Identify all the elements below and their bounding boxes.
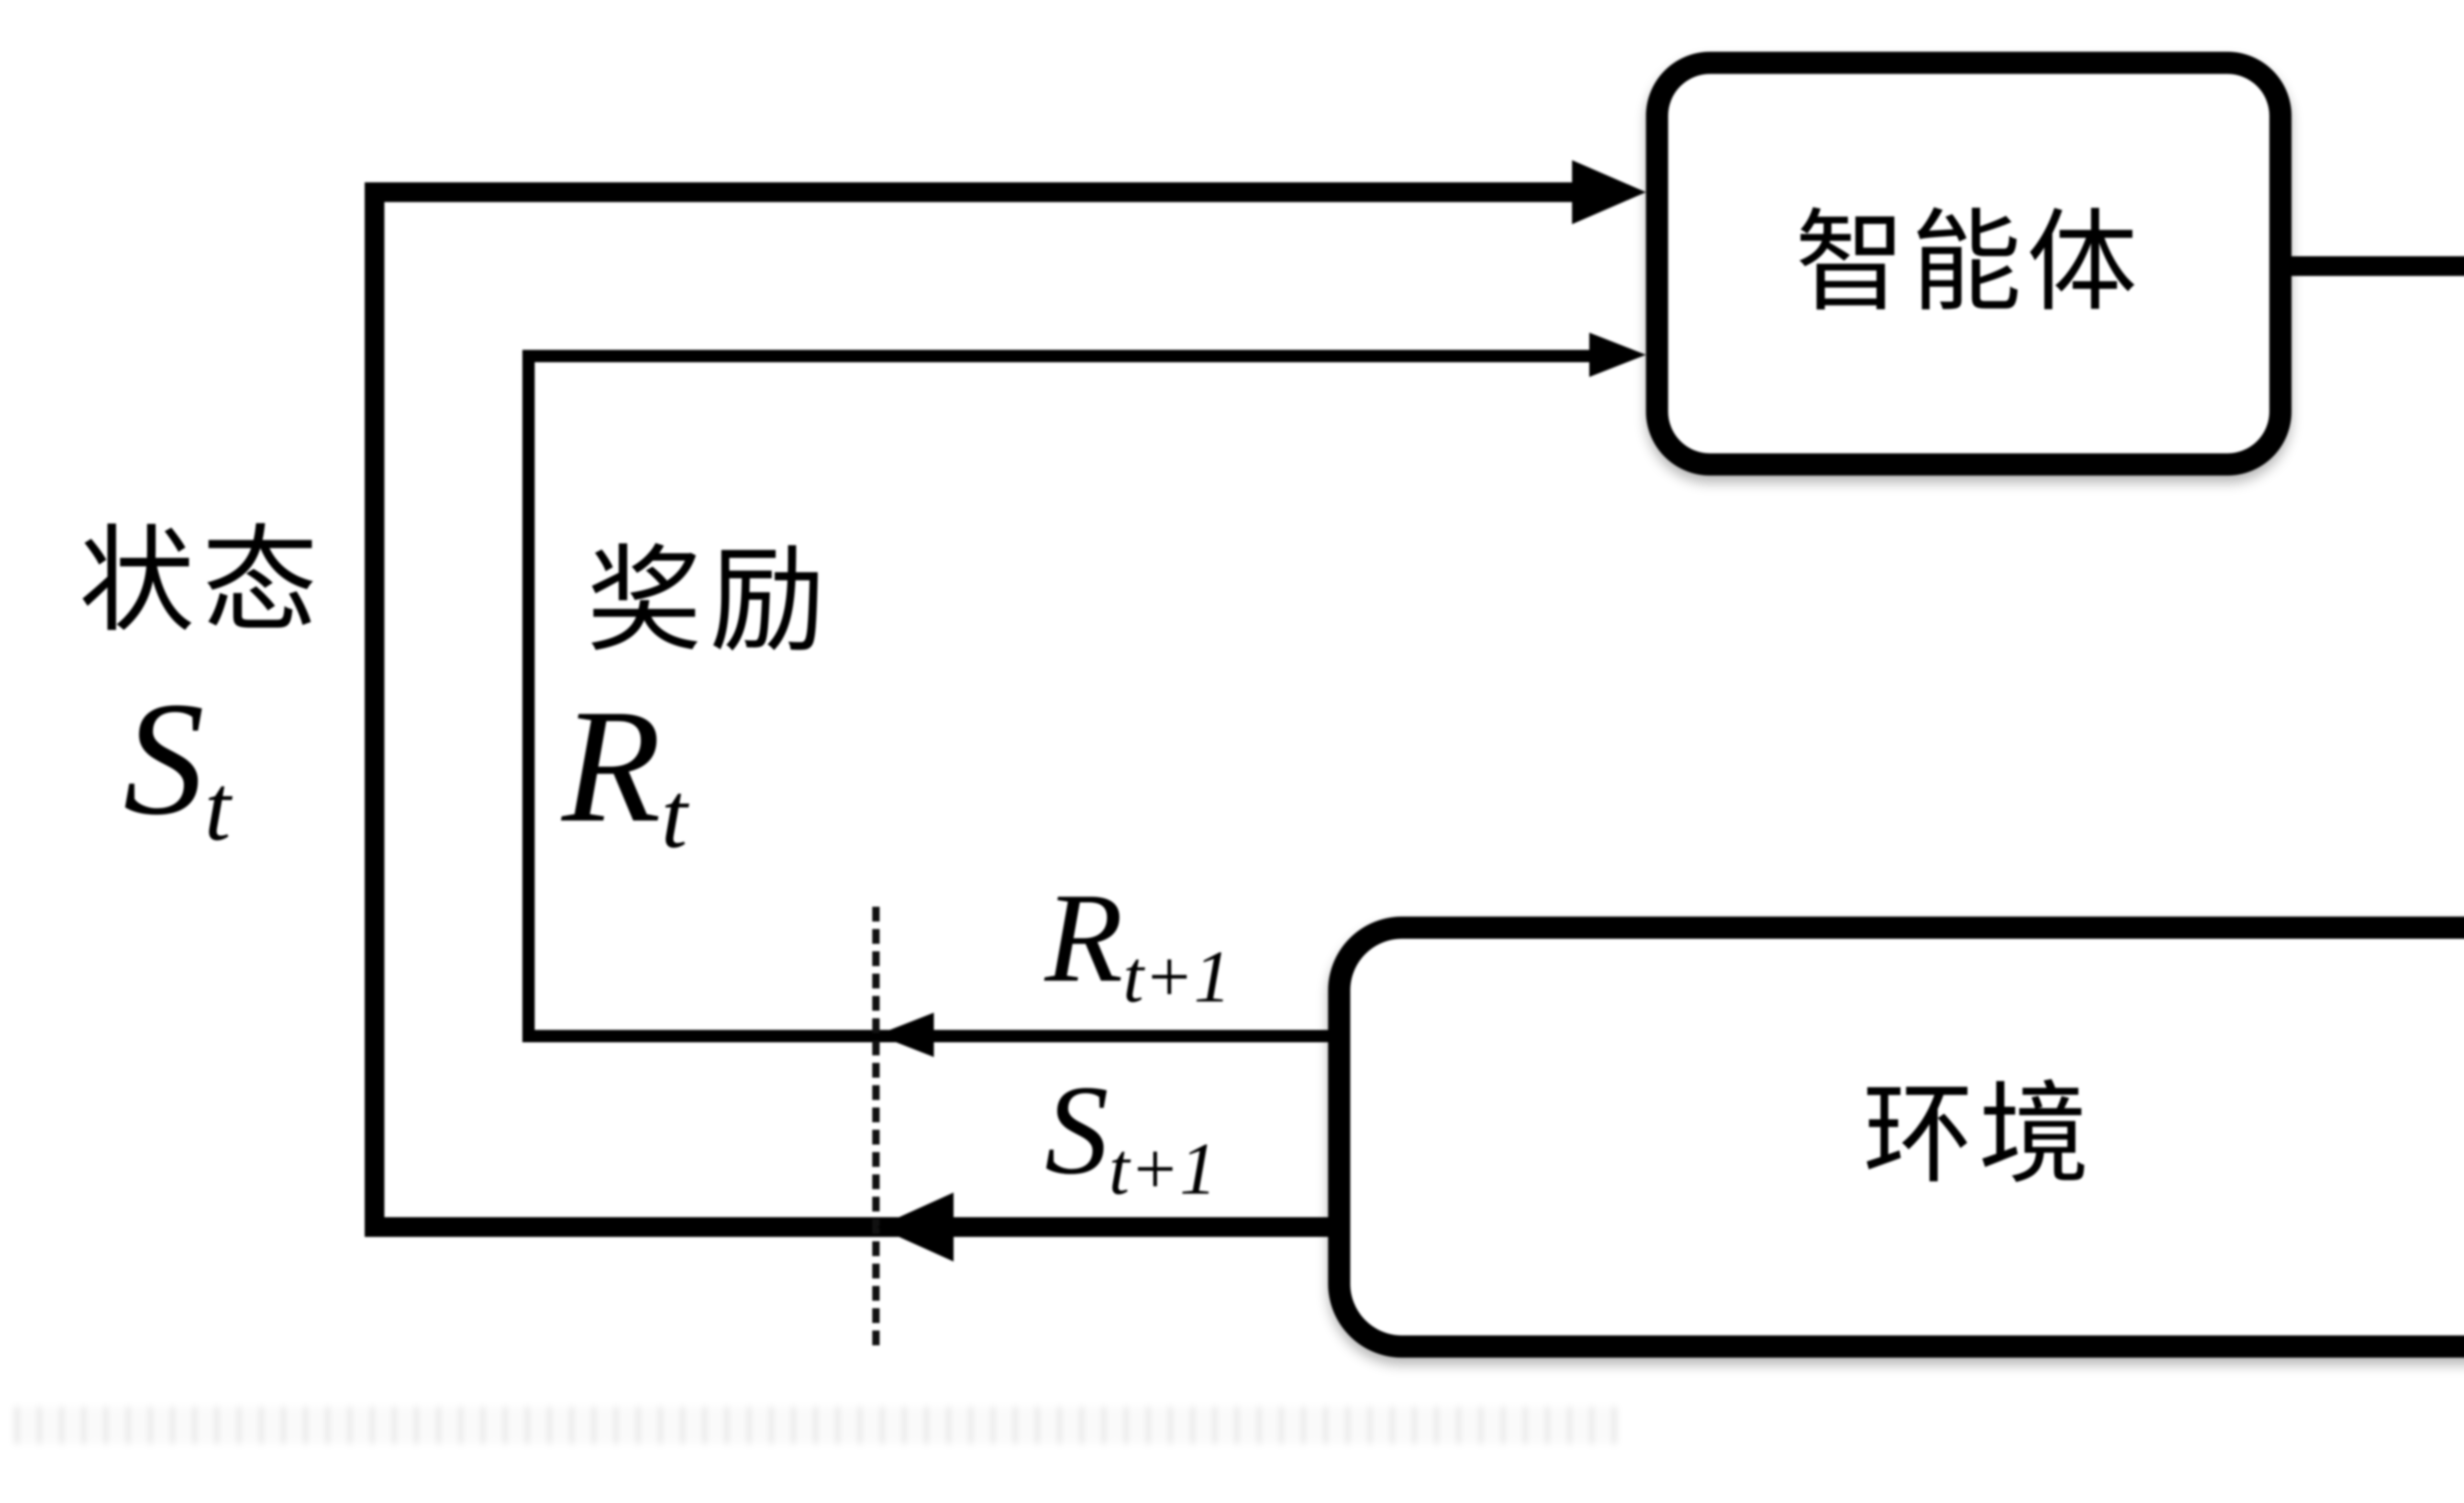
arrowhead-next-state-icon — [877, 1193, 954, 1262]
action-line-top-horizontal — [2292, 256, 2464, 276]
state-line-bottom-horizontal — [365, 1217, 1340, 1237]
next-reward-symbol-base: R — [1045, 870, 1123, 1010]
state-symbol: St — [123, 679, 231, 857]
next-reward-symbol-subscript: t+1 — [1123, 935, 1231, 1019]
reward-line-vertical — [522, 350, 535, 1042]
reward-symbol-subscript: t — [661, 765, 687, 869]
reward-symbol-base: R — [562, 678, 661, 857]
environment-node-label: 环境 — [1862, 1074, 2094, 1197]
state-caption: 状态 — [79, 520, 325, 648]
reward-caption: 奖励 — [586, 540, 833, 668]
environment-node: 环境 — [1328, 917, 2464, 1358]
state-symbol-subscript: t — [205, 758, 231, 862]
state-line-vertical — [365, 182, 384, 1237]
state-line-top-horizontal — [365, 182, 1577, 202]
agent-node: 智能体 — [1646, 52, 2292, 476]
next-reward-symbol: Rt+1 — [1045, 876, 1231, 1014]
next-state-symbol-base: S — [1045, 1062, 1109, 1202]
arrowhead-reward-to-agent-icon — [1589, 333, 1646, 377]
agent-node-label: 智能体 — [1795, 201, 2143, 324]
next-state-symbol-subscript: t+1 — [1109, 1127, 1217, 1211]
arrowhead-state-to-agent-icon — [1572, 160, 1646, 224]
time-step-boundary-dashed-line — [872, 907, 880, 1345]
reward-line-top-horizontal — [522, 350, 1597, 362]
arrowhead-next-reward-icon — [877, 1013, 934, 1057]
reward-symbol: Rt — [562, 686, 687, 865]
state-symbol-base: S — [123, 670, 205, 850]
cropped-caption-artifact — [15, 1407, 1616, 1444]
next-state-symbol: St+1 — [1045, 1068, 1217, 1206]
